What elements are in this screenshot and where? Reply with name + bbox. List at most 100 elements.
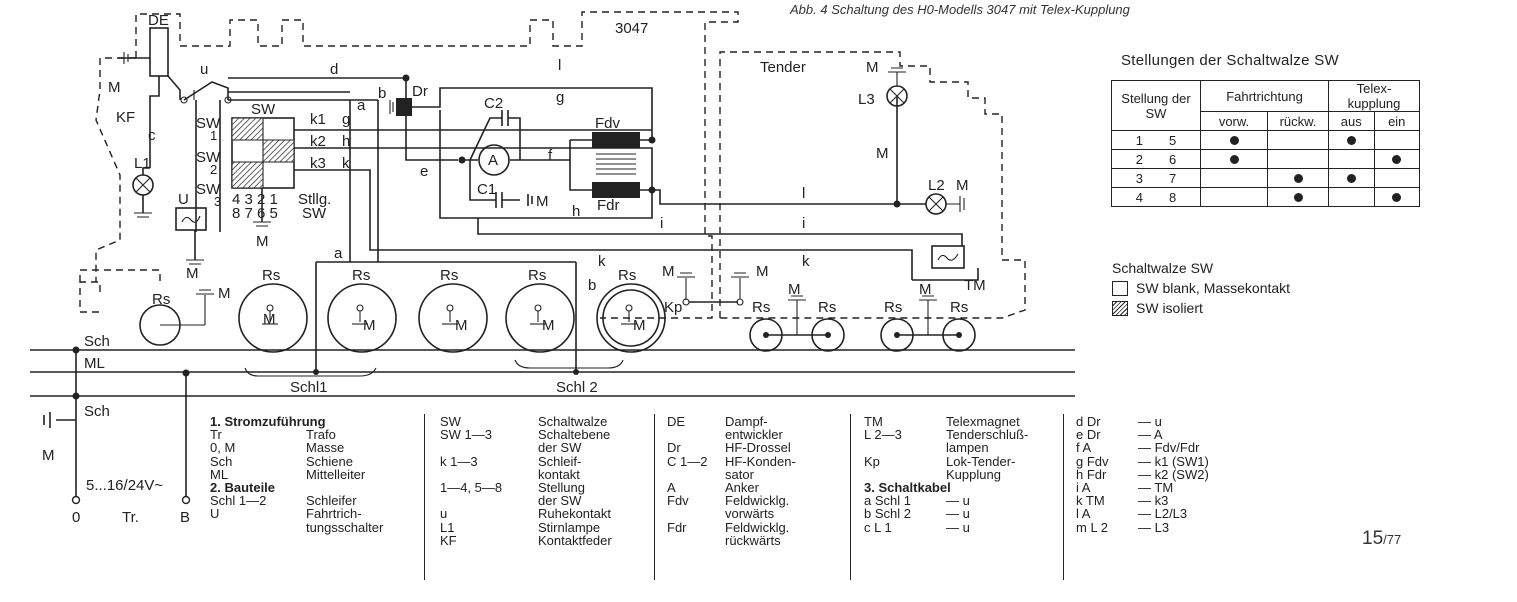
legend-row: rückwärts [667,534,796,547]
legend-row: c L 1 — u [864,519,1028,535]
dot-icon [1346,173,1356,183]
legend-row: f A — Fdv/Fdr [1076,441,1209,454]
legend-row: tungsschalter [210,520,383,533]
field-winding-fdv [592,132,640,148]
telex-magnet-tm [931,245,965,269]
legend-row: 1—4, 5—8 Stellung [440,481,612,494]
legend-term: m L 2 [1076,519,1109,535]
label-sw1: SW [196,115,221,132]
label-g-top: g [556,89,564,106]
header-aus: aus [1328,111,1375,131]
label-l1: L1 [134,155,151,172]
legend-definition: der SW [538,440,582,456]
wheel-3 [418,283,488,353]
label-sw3-num: 3 [214,194,221,209]
capacitor-wires [469,117,502,201]
legend-definition: Fahrtrich- [306,506,362,522]
legend-definition: Schiene [306,453,353,469]
legend-term: k TM [1076,493,1105,509]
legend-term: l A [1076,506,1091,522]
label-m-w1: M [263,311,276,328]
legend-term: A [667,480,676,496]
legend-term: Fdv [667,493,689,509]
legend-term: Dr [667,440,681,456]
legend-term: Schl 1—2 [210,493,267,509]
legend-definition: — L3 [1138,519,1170,535]
legend-definition: — u [946,519,970,535]
terminal-0 [71,495,81,505]
position-cell-aus [1328,149,1375,169]
wire-a-b-top [228,91,378,101]
wire-c [142,167,150,175]
legend-definition: Trafo [306,427,336,443]
position-cell-vorw [1200,149,1268,169]
legend-row: lampen [864,441,1028,454]
pickup-schl2 [514,359,624,369]
position-table-title: Stellungen der Schaltwalze SW [1121,52,1339,69]
wheel-4 [505,283,575,353]
label-m-drum: M [256,233,269,250]
legend-definition: Mittelleiter [306,466,366,482]
label-rs-4: Rs [528,267,546,284]
legend-definition: — Fdv/Fdr [1138,440,1200,456]
junction [313,369,319,375]
legend-term: 0, M [210,440,236,456]
label-k-right: k [802,253,810,270]
label-rs-t2: Rs [818,299,836,316]
legend-row: 1. Stromzuführung [210,415,383,428]
legend-definition: — A [1138,427,1163,443]
label-u: u [200,61,208,78]
position-value-a: 1 [1135,132,1143,148]
legend-definition: Schaltebene [538,427,611,443]
wheel-1 [238,283,308,353]
label-l-top: l [558,57,561,74]
sw-legend-isoliert: SW isoliert [1112,300,1290,316]
legend-term: Kp [864,453,880,469]
legend-row: g Fdv— k1 (SW1) [1076,454,1209,467]
label-m-wire: M [876,145,889,162]
legend-row: kontakt [440,468,612,481]
label-l3: L3 [858,91,875,108]
label-m: M [108,79,121,96]
legend-term: KF [440,532,457,548]
label-m-t2: M [919,281,932,298]
label-m-w2: M [363,317,376,334]
pickup-schl1 [244,367,377,377]
divider [654,414,655,580]
label-a-top: a [357,97,366,114]
label-stllg-sw: SW [302,205,327,222]
legend-row: 2. Bauteile [210,481,383,494]
legend-definition: Tenderschluß- [946,427,1029,443]
label-h-bottom: h [572,203,580,220]
position-value-a: 4 [1135,189,1143,205]
legend-term: 1—4, 5—8 [440,480,503,496]
label-tender: Tender [760,59,806,76]
legend-definition: Stellung [538,480,585,496]
position-value-a: 3 [1135,170,1143,186]
wheel-5-traction [596,283,666,353]
legend-term: c L 1 [864,519,892,535]
position-table: Stellung der SW Fahrtrichtung Telex- kup… [1111,80,1420,207]
label-b-terminal: B [180,509,190,526]
label-d: d [330,61,338,78]
ground-symbol [123,52,129,64]
label-rs-3: Rs [440,267,458,284]
label-kf: KF [116,109,135,126]
label-m-kp-left: M [662,263,675,280]
legend-term: f A [1076,440,1092,456]
label-rs-5: Rs [618,267,636,284]
legend-term: TM [864,414,883,429]
legend-definition: — L2/L3 [1138,506,1188,522]
legend-definition: Kontaktfeder [538,532,612,548]
